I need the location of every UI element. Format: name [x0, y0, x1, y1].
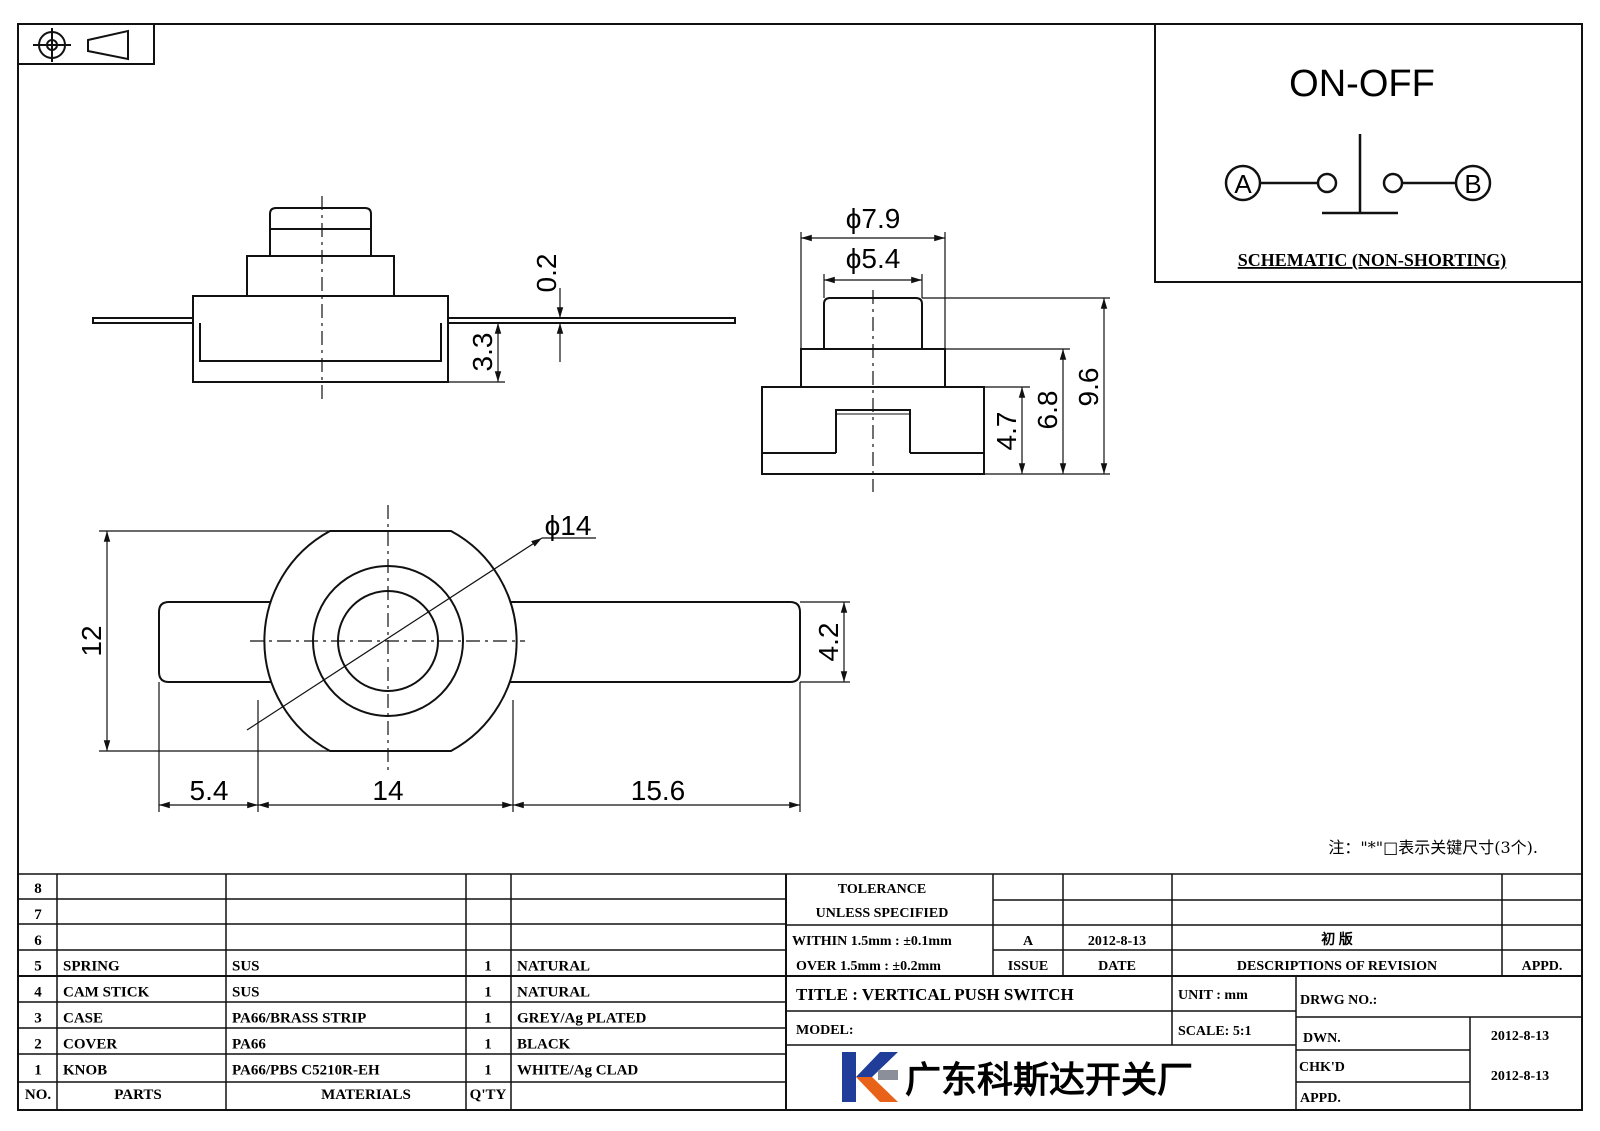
- revision-description: 初 版: [1321, 931, 1353, 948]
- drawing-frame: [17, 23, 1583, 1111]
- bom-cell-no: 7: [34, 907, 42, 923]
- company-name: 广东科斯达开关厂: [905, 1060, 1193, 1101]
- tolerance-label: TOLERANCE: [838, 882, 926, 897]
- dim-front-depth: 3.3: [467, 333, 498, 372]
- bom-cell-part: KNOB: [63, 1062, 107, 1078]
- bom-cell-finish: NATURAL: [517, 985, 590, 1001]
- bom-cell-part: CAM STICK: [63, 985, 150, 1001]
- dim-side-dia-outer: ϕ7.9: [846, 203, 901, 234]
- bom-cell-no: 5: [34, 959, 42, 975]
- terminal-a-label: A: [1234, 169, 1252, 199]
- bom-cell-no: 6: [34, 933, 42, 949]
- bom-cell-no: 4: [34, 985, 42, 1001]
- bom-cell-material: SUS: [232, 985, 260, 1001]
- bom-header-no: NO.: [25, 1087, 52, 1103]
- bom-cell-qty: 1: [484, 1036, 492, 1052]
- drawn-label: DWN.: [1303, 1031, 1341, 1046]
- bom-cell-finish: GREY/Ag PLATED: [517, 1011, 646, 1027]
- dim-front-gap: 0.2: [531, 254, 562, 293]
- top-view: [99, 505, 850, 812]
- front-view: [92, 196, 736, 400]
- model-label: MODEL:: [796, 1023, 854, 1038]
- unit-label: UNIT : mm: [1178, 988, 1248, 1003]
- schematic-caption: SCHEMATIC (NON-SHORTING): [1238, 250, 1507, 271]
- bom-cell-qty: 1: [484, 985, 492, 1001]
- tolerance-over: OVER 1.5mm : ±0.2mm: [796, 959, 941, 974]
- scale-label: SCALE: 5:1: [1178, 1024, 1252, 1039]
- bom-cell-material: PA66/PBS C5210R-EH: [232, 1062, 380, 1078]
- dim-side-dia-inner: ϕ5.4: [846, 243, 901, 274]
- dim-top-dia: ϕ14: [545, 510, 592, 541]
- bom-cell-qty: 1: [484, 1011, 492, 1027]
- bom-cell-part: SPRING: [63, 959, 120, 975]
- revision-date: 2012-8-13: [1088, 934, 1146, 949]
- side-view: [761, 232, 1110, 492]
- column-issue: ISSUE: [1008, 959, 1048, 974]
- bom-cell-material: PA66: [232, 1036, 266, 1052]
- bom-cell-part: CASE: [63, 1011, 103, 1027]
- approved-label: APPD.: [1300, 1091, 1341, 1106]
- dim-top-strip: 4.2: [813, 623, 844, 662]
- bom-cell-part: COVER: [63, 1036, 117, 1052]
- dim-side-h-68: 6.8: [1032, 391, 1063, 430]
- dim-side-h-96: 9.6: [1073, 368, 1104, 407]
- bom-header-materials: MATERIALS: [321, 1087, 411, 1103]
- bom-cell-finish: BLACK: [517, 1036, 571, 1052]
- dim-top-height: 12: [76, 625, 107, 656]
- bom-cell-no: 2: [34, 1036, 42, 1052]
- tolerance-within: WITHIN 1.5mm : ±0.1mm: [792, 934, 952, 949]
- company-logo: [842, 1052, 898, 1102]
- title-block-grid: [18, 873, 1582, 1110]
- dim-side-h-47: 4.7: [991, 412, 1022, 451]
- bom-cell-no: 3: [34, 1011, 42, 1027]
- bom-cell-no: 8: [34, 881, 42, 897]
- revision-issue: A: [1023, 934, 1034, 949]
- drawn-date: 2012-8-13: [1491, 1029, 1549, 1044]
- bom-cell-finish: NATURAL: [517, 959, 590, 975]
- bom-cell-qty: 1: [484, 1062, 492, 1078]
- schematic-title: ON-OFF: [1289, 63, 1435, 105]
- bom-header-qty: Q'TY: [470, 1087, 507, 1103]
- dim-top-mid: 14: [372, 775, 403, 806]
- bom-cell-finish: WHITE/Ag CLAD: [517, 1062, 638, 1078]
- checked-date: 2012-8-13: [1491, 1069, 1549, 1084]
- bom-cell-qty: 1: [484, 959, 492, 975]
- column-date: DATE: [1098, 959, 1136, 974]
- bom-header-parts: PARTS: [114, 1087, 162, 1103]
- bom-cell-material: SUS: [232, 959, 260, 975]
- bom-cell-no: 1: [34, 1062, 42, 1078]
- dim-top-left: 5.4: [190, 775, 229, 806]
- checked-label: CHK'D: [1299, 1060, 1345, 1075]
- terminal-b-label: B: [1464, 169, 1481, 199]
- drawing-title: TITLE : VERTICAL PUSH SWITCH: [796, 985, 1074, 1004]
- schematic-panel: ON-OFF A B SCHEMATIC (NON-SHORTING): [1154, 23, 1583, 283]
- drawing-number-label: DRWG NO.:: [1300, 993, 1377, 1008]
- dim-top-right: 15.6: [631, 775, 686, 806]
- first-angle-projection-icon: [17, 23, 155, 65]
- column-descriptions: DESCRIPTIONS OF REVISION: [1237, 959, 1437, 974]
- key-dimension-note: 注："*"□表示关键尺寸(3个).: [1328, 838, 1538, 857]
- column-appd: APPD.: [1522, 959, 1563, 974]
- unless-specified-label: UNLESS SPECIFIED: [816, 906, 949, 921]
- bom-cell-material: PA66/BRASS STRIP: [232, 1011, 366, 1027]
